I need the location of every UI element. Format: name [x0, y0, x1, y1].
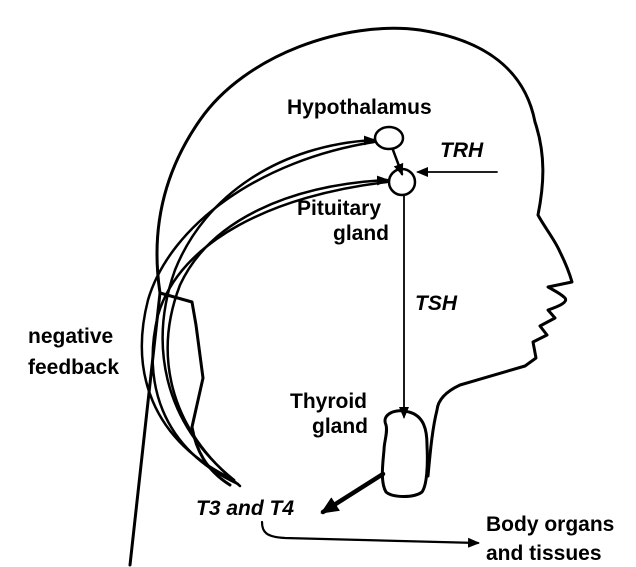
t3t4-label: T3 and T4 — [196, 497, 294, 520]
pituitary-label-line2: gland — [333, 222, 389, 245]
thyroid-to-t3t4-arrow — [323, 474, 383, 512]
tsh-label: TSH — [415, 292, 458, 315]
hypothalamus-label: Hypothalamus — [287, 96, 432, 119]
body-organs-label-line1: Body organs — [486, 513, 614, 536]
body-organs-label-line2: and tissues — [486, 542, 602, 565]
thyroid-label-line2: gland — [312, 415, 368, 438]
trh-label: TRH — [440, 139, 484, 162]
pituitary-label-line1: Pituitary — [297, 197, 381, 220]
thyroid-label-line1: Thyroid — [290, 390, 367, 413]
hypothalamus-shape — [375, 127, 403, 149]
thyroid-shape — [382, 411, 427, 497]
t3t4-to-body-arrow — [262, 522, 478, 543]
negative-feedback-label-line1: negative — [28, 325, 113, 348]
negative-feedback-label-line2: feedback — [28, 356, 119, 379]
